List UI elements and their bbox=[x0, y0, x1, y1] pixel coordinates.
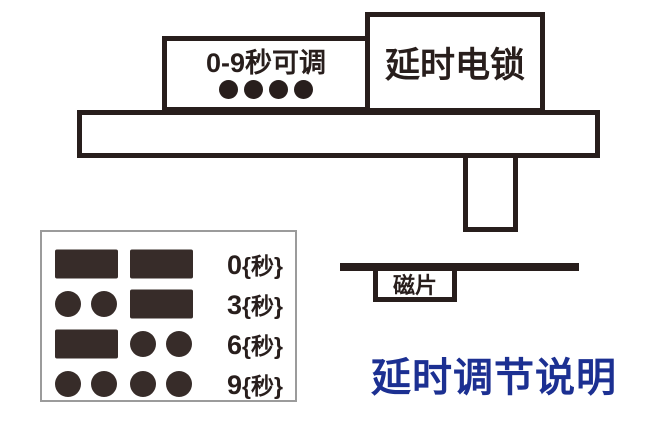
legend-seconds-label: 9{秒} bbox=[227, 367, 283, 401]
legend-seconds-label: 0{秒} bbox=[227, 247, 283, 281]
dip-dot-icon bbox=[55, 371, 81, 397]
adjust-dot-icon bbox=[219, 80, 238, 100]
legend-seconds-unit: {秒} bbox=[242, 253, 283, 279]
adjust-range-box: 0-9秒可调 bbox=[162, 36, 370, 112]
legend-seconds-unit: {秒} bbox=[242, 293, 283, 319]
legend-seconds-label: 3{秒} bbox=[227, 287, 283, 321]
dip-dot-icon bbox=[166, 331, 192, 357]
legend-seconds-unit: {秒} bbox=[242, 373, 283, 399]
legend-row: 0{秒} bbox=[42, 244, 295, 284]
dip-switch-dots bbox=[55, 291, 117, 317]
legend-row: 3{秒} bbox=[42, 284, 295, 324]
dip-switch-legend: 0{秒}3{秒}6{秒}9{秒} bbox=[40, 230, 297, 402]
dip-dot-icon bbox=[130, 331, 156, 357]
dip-switch-block bbox=[55, 329, 118, 359]
dip-switch-dots bbox=[130, 371, 192, 397]
legend-seconds-value: 6 bbox=[227, 330, 243, 360]
legend-seconds-value: 3 bbox=[227, 290, 243, 320]
adjust-dot-icon bbox=[294, 80, 313, 100]
lock-body-bar bbox=[77, 110, 600, 158]
legend-row: 6{秒} bbox=[42, 324, 295, 364]
lock-title-box: 延时电锁 bbox=[365, 12, 545, 113]
dip-dot-icon bbox=[166, 371, 192, 397]
lock-title-label: 延时电锁 bbox=[384, 46, 525, 85]
dip-switch-block bbox=[130, 249, 193, 279]
dip-dot-icon bbox=[91, 291, 117, 317]
diagram-title: 延时调节说明 bbox=[371, 356, 617, 400]
magnet-box: 磁片 bbox=[373, 266, 457, 302]
legend-seconds-label: 6{秒} bbox=[227, 327, 283, 361]
dip-switch-block bbox=[130, 289, 193, 319]
strike-plate-bar bbox=[340, 263, 579, 271]
lock-bolt bbox=[463, 158, 518, 232]
adjust-dot-icon bbox=[269, 80, 288, 100]
adjust-dots-row bbox=[219, 80, 313, 100]
dip-dot-icon bbox=[91, 371, 117, 397]
adjust-range-label: 0-9秒可调 bbox=[205, 47, 327, 78]
legend-row: 9{秒} bbox=[42, 364, 295, 404]
dip-switch-dots bbox=[130, 331, 192, 357]
magnet-label: 磁片 bbox=[392, 273, 437, 298]
adjust-dot-icon bbox=[244, 80, 263, 100]
dip-dot-icon bbox=[130, 371, 156, 397]
legend-seconds-unit: {秒} bbox=[242, 333, 283, 359]
legend-seconds-value: 9 bbox=[227, 370, 243, 400]
legend-seconds-value: 0 bbox=[227, 250, 243, 280]
dip-switch-block bbox=[55, 249, 118, 279]
dip-dot-icon bbox=[55, 291, 81, 317]
dip-switch-dots bbox=[55, 371, 117, 397]
